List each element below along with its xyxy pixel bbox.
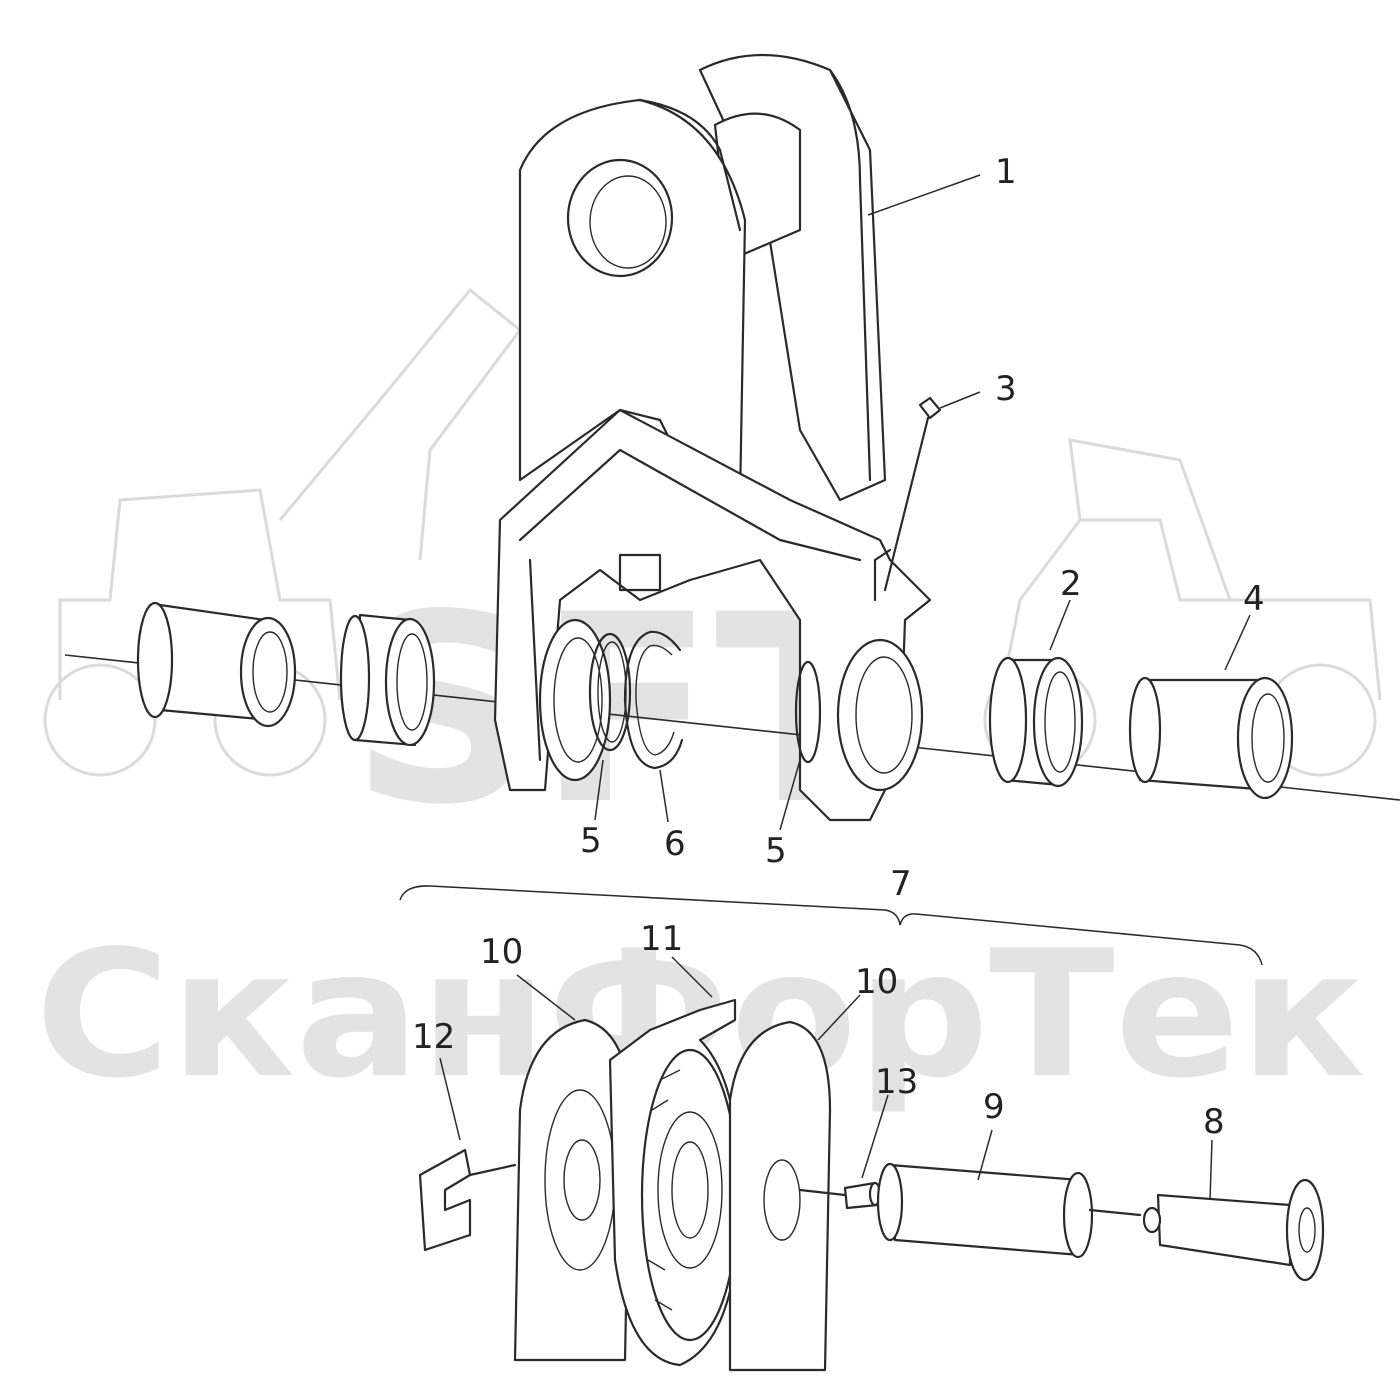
callout-3: 3 bbox=[995, 369, 1017, 409]
disc-part-10-right bbox=[728, 1020, 832, 1372]
callout-10-left: 10 bbox=[480, 932, 523, 972]
callout-11: 11 bbox=[640, 919, 683, 959]
wheel-part-11 bbox=[608, 998, 742, 1367]
sleeve-part-2 bbox=[988, 656, 1084, 788]
callout-4: 4 bbox=[1243, 579, 1265, 619]
callout-10-right: 10 bbox=[855, 962, 898, 1002]
left-flanged-bushing bbox=[136, 601, 297, 728]
leader-lines bbox=[439, 174, 1251, 1201]
o-ring-part-5-right bbox=[794, 660, 822, 764]
split-ring-part-6 bbox=[623, 630, 684, 770]
lock-plate-part-12 bbox=[418, 1148, 517, 1252]
pin-part-13 bbox=[843, 1181, 882, 1210]
callout-9: 9 bbox=[983, 1087, 1005, 1127]
grease-nipple-part-3 bbox=[883, 396, 942, 592]
callout-13: 13 bbox=[875, 1062, 918, 1102]
tube-part-9 bbox=[876, 1162, 1094, 1259]
callout-8: 8 bbox=[1203, 1102, 1225, 1142]
callout-1: 1 bbox=[995, 152, 1017, 192]
callout-5-right: 5 bbox=[765, 831, 787, 871]
bracket-part-1 bbox=[493, 53, 932, 822]
callout-5-left: 5 bbox=[580, 821, 602, 861]
callout-7: 7 bbox=[890, 864, 912, 904]
left-sleeve bbox=[339, 613, 436, 747]
flanged-pin-part-8 bbox=[798, 1178, 1325, 1282]
group-7-brace bbox=[399, 885, 1263, 966]
callout-12: 12 bbox=[412, 1017, 455, 1057]
callout-labels: 1 2 3 4 5 6 5 7 10 11 10 12 13 9 8 bbox=[412, 152, 1265, 1142]
flanged-bushing-part-4 bbox=[1128, 676, 1294, 800]
callout-6: 6 bbox=[664, 824, 686, 864]
callout-2: 2 bbox=[1060, 564, 1082, 604]
